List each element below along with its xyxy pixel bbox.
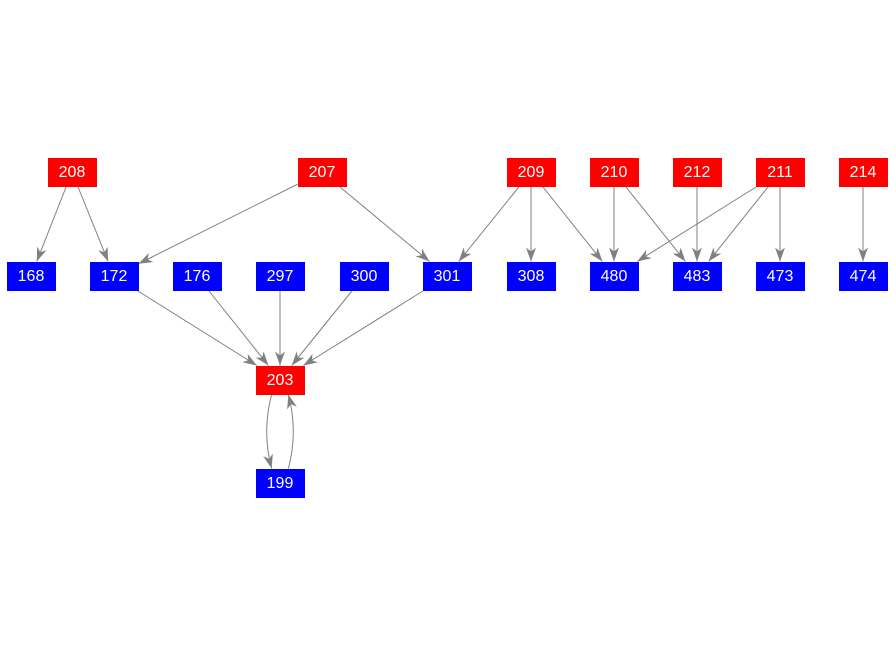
edge-209-301 [458,186,520,262]
edge-208-168-arrowhead [36,246,47,262]
edge-211-483 [708,186,769,262]
edge-176-203-arrowhead [255,351,269,366]
node-480[interactable]: 480 [589,261,639,291]
edge-209-480 [542,186,603,262]
node-212[interactable]: 212 [672,157,722,187]
node-474[interactable]: 474 [838,261,888,291]
edge-211-473-arrowhead [775,247,785,262]
edge-176-203 [208,290,269,366]
edge-209-301-arrowhead [458,247,472,262]
node-208[interactable]: 208 [47,157,97,187]
edge-211-483-arrowhead [708,247,722,262]
edge-172-203 [136,290,258,366]
node-172[interactable]: 172 [89,261,139,291]
edge-199-203-arrowhead [287,394,297,410]
edge-300-203 [291,290,353,366]
edge-209-480-arrowhead [589,247,603,262]
node-176[interactable]: 176 [172,261,222,291]
node-308[interactable]: 308 [506,261,556,291]
node-207[interactable]: 207 [297,157,347,187]
edge-300-203-arrowhead [291,351,305,366]
edge-207-301 [339,186,430,262]
edge-208-172 [77,186,109,262]
edge-172-203-arrowhead [242,353,257,366]
node-300[interactable]: 300 [339,261,389,291]
edge-203-199-arrowhead [263,453,273,469]
node-211[interactable]: 211 [755,157,805,187]
edge-210-480-arrowhead [609,247,619,262]
edge-301-203 [303,290,424,366]
node-168[interactable]: 168 [6,261,56,291]
node-473[interactable]: 473 [755,261,805,291]
edge-209-308-arrowhead [526,247,536,262]
edge-214-474-arrowhead [858,247,868,262]
edge-297-203-arrowhead [275,351,285,366]
edge-210-483-arrowhead [672,247,686,262]
node-214[interactable]: 214 [838,157,888,187]
edge-208-172-arrowhead [98,246,109,262]
edge-207-172 [138,183,298,265]
edge-301-203-arrowhead [303,353,318,366]
node-210[interactable]: 210 [589,157,639,187]
node-297[interactable]: 297 [255,261,305,291]
edge-211-480-arrowhead [637,249,652,262]
node-483[interactable]: 483 [672,261,722,291]
edge-210-483 [625,186,686,262]
node-209[interactable]: 209 [506,157,556,187]
edge-211-480 [636,186,758,262]
node-199[interactable]: 199 [255,468,305,498]
edge-207-301-arrowhead [415,248,430,262]
node-203[interactable]: 203 [255,365,305,395]
edge-207-172-arrowhead [138,253,154,264]
node-301[interactable]: 301 [422,261,472,291]
edge-208-168 [36,186,67,262]
edge-212-483-arrowhead [692,247,702,262]
